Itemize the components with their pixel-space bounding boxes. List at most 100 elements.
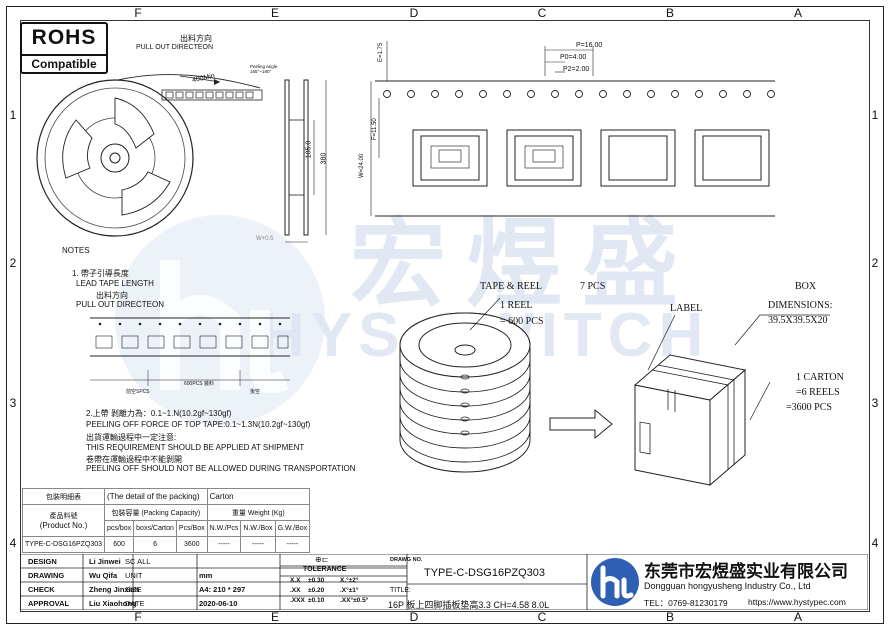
note1-en: LEAD TAPE LENGTH <box>76 279 154 288</box>
iso-dimensions: DIMENSIONS: <box>768 300 833 311</box>
strip-label-front: 前空SPCS <box>126 389 150 395</box>
reel-dim-105: 105.0 <box>305 140 313 159</box>
zone-row-left: 1 <box>9 108 17 122</box>
rohs-title: ROHS <box>31 26 97 49</box>
reel-stack-and-box-drawing <box>399 297 830 487</box>
zone-col-bottom: E <box>270 610 279 624</box>
packing-col: N.W./Box <box>240 520 276 537</box>
company-tel: TEL：0769-81230179 <box>644 598 728 608</box>
tolerance-cell: .X°±1° <box>340 587 359 594</box>
note4-cn: 卷帶在運輸過程中不能剝開 <box>86 455 182 464</box>
tolerance-cell: .XX°±0.5° <box>340 597 369 604</box>
notes-title: NOTES <box>62 246 90 255</box>
zone-col-bottom: B <box>665 610 674 624</box>
zone-row-left: 2 <box>9 256 17 270</box>
packing-col: boxs/Carton <box>133 520 177 537</box>
tape-w: W=24.00 <box>359 153 365 178</box>
tolerance-cell: ±0.10 <box>308 597 325 604</box>
strip-label-mid: 600PCS 装料 <box>184 381 215 387</box>
packing-cap-head: 包裝容量 (Packing Capacity) <box>104 504 208 521</box>
tape-p2: P2=2.00 <box>563 66 590 73</box>
company-web: https://www.hystypec.com <box>748 597 846 607</box>
note3-en: THIS REQUIREMENT SHOULD BE APPLIED AT SH… <box>86 443 305 452</box>
watermark-logo <box>115 215 325 425</box>
reel-dim-380: 380 <box>320 152 328 165</box>
reel-drawing <box>36 74 327 243</box>
zone-col-bottom: D <box>409 610 419 624</box>
title-block-role: CHECK <box>28 585 55 594</box>
packing-cell: 6 <box>133 536 177 553</box>
zone-row-left: 3 <box>9 396 17 410</box>
iso-reels: =6 REELS <box>796 387 840 398</box>
reel-w-label: W+0.5 <box>256 236 274 242</box>
title-block-role: APPROVAL <box>28 599 70 608</box>
zone-col-top: A <box>793 6 802 20</box>
title-label: TITLE: <box>390 587 412 594</box>
note1-cn: 1. 帶子引導長度 <box>72 269 129 278</box>
title-block-role: DESIGN <box>28 557 57 566</box>
drawing-inner-frame <box>20 20 870 612</box>
packing-col: G.W./Box <box>274 520 311 537</box>
title-block-key: UNIT <box>125 571 143 580</box>
zone-row-right: 1 <box>871 108 879 122</box>
note1-pull-en: PULL OUT DIRECTEON <box>76 300 165 309</box>
zone-row-right: 4 <box>871 536 879 550</box>
tolerance-cell: .XXX <box>290 597 305 604</box>
rohs-subtitle: Compatible <box>22 54 106 73</box>
tape-p0: P0=4.00 <box>560 54 587 61</box>
packing-carton: Carton <box>206 488 311 505</box>
iso-dim-val: 39.5X39.5X20 <box>768 315 828 326</box>
note2-cn: 2.上帶 剝離力為：0.1~1.N(10.2gf~130gf) <box>86 409 232 418</box>
title-block-key: DATE <box>125 599 145 608</box>
drawing-outer-frame <box>6 6 884 624</box>
tolerance-symbol: ⊕⊏ <box>315 555 329 564</box>
tolerance-cell: X.X <box>290 577 301 584</box>
drawing-title: 16P 板上四脚插板垫高3.3 CH=4.58 8.0L <box>388 600 550 610</box>
iso-1reel: 1 REEL <box>500 300 533 311</box>
title-block-grid <box>20 554 868 610</box>
note1-pull-cn: 出料方向 <box>96 291 128 300</box>
packing-header-cn: 包裝明細表 <box>21 488 106 505</box>
note2-en: PEELING OFF FORCE OF TOP TAPE:0.1~1.3N(1… <box>86 420 311 429</box>
company-name-cn: 东莞市宏煜盛实业有限公司 <box>644 562 848 581</box>
title-block-name: Zheng Jinxian <box>89 585 140 594</box>
zone-col-top: B <box>665 6 674 20</box>
rohs-badge: ROHS Compatible <box>20 22 108 74</box>
packing-wt-head: 重量 Weight (Kg) <box>206 504 311 521</box>
company-logo-icon <box>591 558 639 606</box>
note4-en: PEELING OFF SHOULD NOT BE ALLOWED DURING… <box>86 464 356 473</box>
tolerance-cell: ±0.20 <box>308 587 325 594</box>
strip-label-back: 後空 <box>250 389 261 395</box>
packing-table: 包裝明細表 (The detail of the packing) Carton… <box>21 488 311 553</box>
zone-col-bottom: F <box>134 610 142 624</box>
packing-col: pcs/box <box>104 520 135 537</box>
iso-7pcs: 7 PCS <box>580 281 606 292</box>
tape-detail-drawing <box>370 41 775 217</box>
packing-cell: 600 <box>104 536 135 553</box>
note3-cn: 出貨運輸過程中一定注意: <box>86 433 177 442</box>
packing-col: N.W./Pcs <box>206 520 242 537</box>
title-block-val: mm <box>199 571 213 580</box>
packing-header-en: (The detail of the packing) <box>104 488 208 505</box>
packing-cell: ----- <box>206 536 242 553</box>
title-block-val: 2020-06-10 <box>199 599 238 608</box>
reel-pull-en: PULL OUT DIRECTEON <box>136 44 214 51</box>
title-block-name: Wu Qifa <box>89 571 118 580</box>
tolerance-cell: X.°±2° <box>340 577 359 584</box>
zone-row-left: 4 <box>9 536 17 550</box>
tolerance-cell: ±0.30 <box>308 577 325 584</box>
iso-tape-reel: TAPE & REEL <box>480 281 542 292</box>
title-block-name: Li Jinwei <box>89 557 121 566</box>
zone-row-right: 2 <box>871 256 879 270</box>
lead-tape-strip <box>90 317 290 386</box>
packing-cell: TYPE-C-DSG16PZQ303 <box>21 536 106 553</box>
zone-col-top: D <box>409 6 419 20</box>
tape-f: F=11.50 <box>372 118 378 140</box>
reel-pull-cn: 出料方向 <box>180 34 212 43</box>
iso-600pcs: = 600 PCS <box>500 316 544 327</box>
packing-cell: 3600 <box>175 536 208 553</box>
title-block-val: A4: 210 * 297 <box>199 585 246 594</box>
drawing-no: TYPE-C-DSG16PZQ303 <box>424 567 546 579</box>
title-block-key: SIZE <box>125 585 142 594</box>
zone-col-bottom: A <box>793 610 802 624</box>
